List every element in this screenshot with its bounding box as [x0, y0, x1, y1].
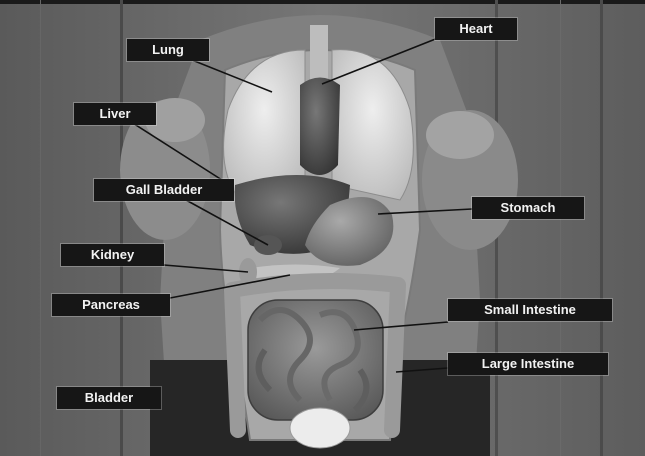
small-intestine: [248, 300, 383, 420]
label-pancreas: Pancreas: [52, 294, 170, 316]
label-heart: Heart: [435, 18, 517, 40]
label-kidney: Kidney: [61, 244, 164, 266]
label-liver: Liver: [74, 103, 156, 125]
label-stomach: Stomach: [472, 197, 584, 219]
label-large-intestine: Large Intestine: [448, 353, 608, 375]
label-small-intestine: Small Intestine: [448, 299, 612, 321]
bladder: [290, 408, 350, 448]
label-lung: Lung: [127, 39, 209, 61]
label-bladder: Bladder: [57, 387, 161, 409]
label-gall-bladder: Gall Bladder: [94, 179, 234, 201]
